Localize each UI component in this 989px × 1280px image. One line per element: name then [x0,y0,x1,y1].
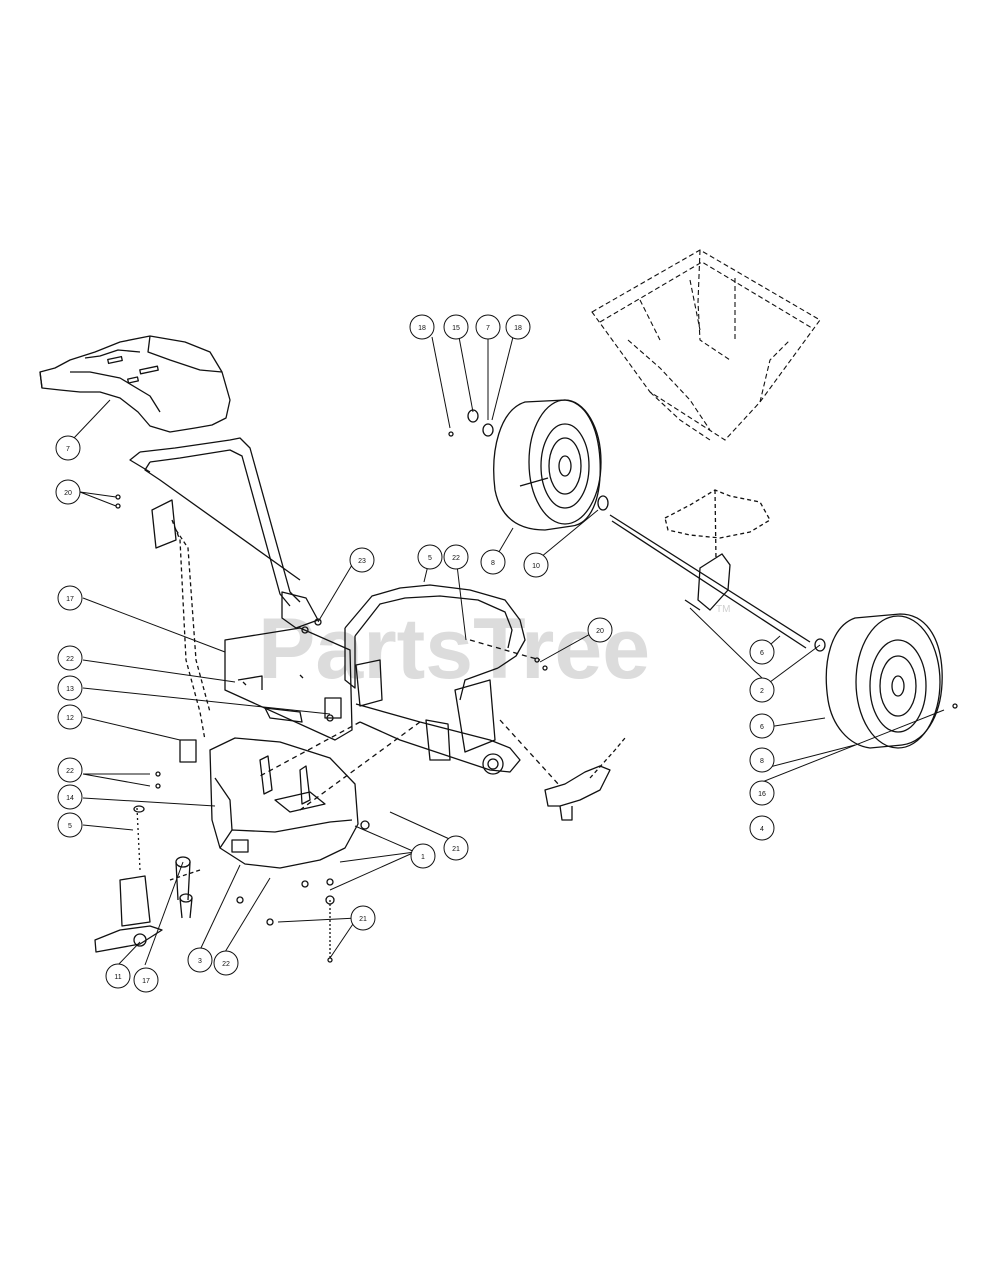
callout-label: 14 [66,795,74,802]
callout-balloon[interactable]: 5 [57,812,83,838]
callout-label: 5 [428,555,432,562]
callout-label: 16 [758,791,766,798]
callout-balloons: 18 15 7 18 7 20 23 5 22 20 17 22 13 12 2… [55,314,775,993]
callout-label: 11 [114,974,121,981]
callout-label: 20 [64,490,72,497]
callout-label: 20 [596,628,604,635]
callout-label: 17 [142,978,150,985]
callout-balloon[interactable]: 21 [443,835,469,861]
handle-assembly [39,335,319,741]
callout-label: 13 [66,686,74,693]
callout-balloon[interactable]: 7 [475,314,501,340]
callout-balloon[interactable]: 7 [55,435,81,461]
callout-label: 22 [66,656,74,663]
callout-balloon[interactable]: 18 [505,314,531,340]
callout-balloon[interactable]: 20 [587,617,613,643]
callout-balloon[interactable]: 22 [213,950,239,976]
callout-balloon[interactable]: 1 [410,843,436,869]
callout-label: 21 [359,916,367,923]
watermark-text: PartsTree [258,601,650,697]
watermark-trademark: TM [716,604,730,615]
callout-balloon[interactable]: 14 [57,784,83,810]
callout-label: 7 [486,325,490,332]
callout-balloon[interactable]: 8 [480,549,506,575]
callout-balloon[interactable]: 4 [749,815,775,841]
callout-balloon[interactable]: 13 [57,675,83,701]
basket [591,249,821,441]
callout-balloon[interactable]: 22 [443,544,469,570]
callout-label: 1 [421,854,425,861]
callout-balloon[interactable]: 2 [749,677,775,703]
callout-balloon[interactable]: 8 [749,747,775,773]
callout-balloon[interactable]: 15 [443,314,469,340]
watermark: PartsTree TM [258,601,730,697]
callout-balloon[interactable]: 23 [349,547,375,573]
callout-label: 5 [68,823,72,830]
axle-assembly [609,489,826,652]
callout-balloon[interactable]: 6 [749,639,775,665]
callout-label: 23 [358,558,366,565]
callout-label: 2 [760,688,764,695]
callout-balloon[interactable]: 17 [133,967,159,993]
callout-balloon[interactable]: 12 [57,704,83,730]
callout-balloon[interactable]: 6 [749,713,775,739]
callout-balloon[interactable]: 21 [350,905,376,931]
callout-label: 4 [760,826,764,833]
callout-label: 15 [452,325,460,332]
callout-label: 22 [452,555,460,562]
callout-balloon[interactable]: 22 [57,757,83,783]
callout-label: 18 [418,325,426,332]
callout-balloon[interactable]: 18 [409,314,435,340]
callout-balloon[interactable]: 22 [57,645,83,671]
frame-assembly [94,494,626,963]
callout-label: 6 [760,650,764,657]
callout-label: 22 [222,961,230,968]
callout-balloon[interactable]: 20 [55,479,81,505]
callout-label: 3 [198,958,202,965]
callout-label: 8 [491,560,495,567]
callout-label: 8 [760,758,764,765]
callout-label: 18 [514,325,522,332]
callout-label: 12 [66,715,74,722]
callout-label: 6 [760,724,764,731]
callout-label: 10 [532,563,540,570]
callout-balloon[interactable]: 3 [187,947,213,973]
lower-wheel [825,613,958,749]
callout-label: 7 [66,446,70,453]
callout-balloon[interactable]: 10 [523,552,549,578]
callout-balloon[interactable]: 16 [749,780,775,806]
callout-balloon[interactable]: 5 [417,544,443,570]
callout-balloon[interactable]: 17 [57,585,83,611]
callout-label: 17 [66,596,74,603]
callout-label: 22 [66,768,74,775]
upper-wheel [448,399,609,531]
callout-label: 21 [452,846,460,853]
callout-balloon[interactable]: 11 [105,963,131,989]
